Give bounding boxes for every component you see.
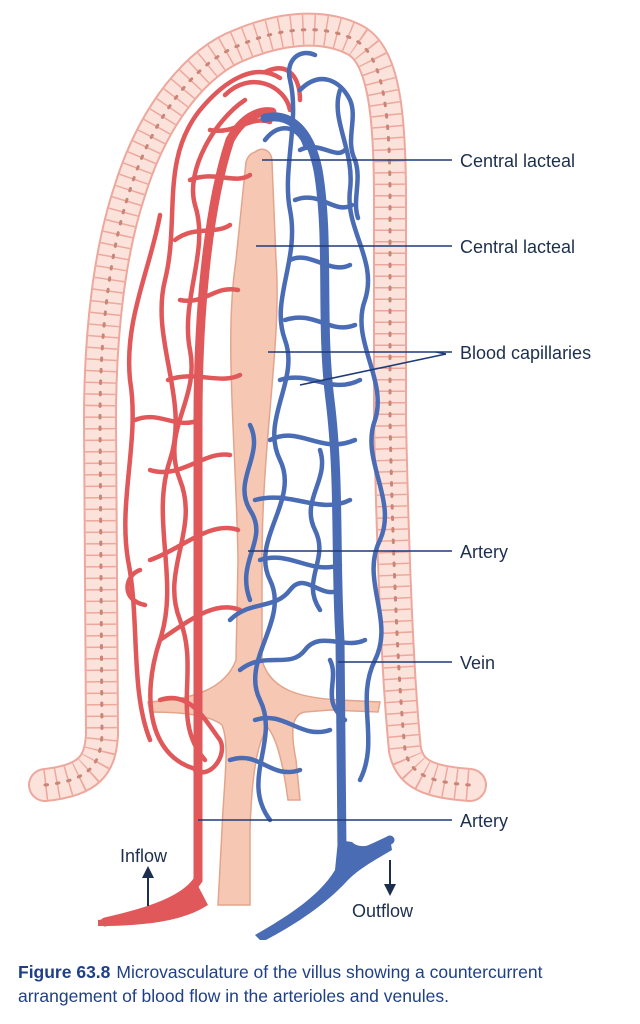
venous-network [227,50,388,823]
outflow-arrow [384,860,396,896]
central-lacteal [147,148,381,906]
leader-lines [198,159,452,821]
artery [98,107,277,927]
vein [255,112,395,940]
label-blood-capillaries: Blood capillaries [460,343,591,363]
epithelium [28,12,487,802]
label-outflow: Outflow [352,901,414,921]
label-inflow: Inflow [120,846,168,866]
label-artery-1: Artery [460,542,508,562]
label-artery-2: Artery [460,811,508,831]
villus-diagram: Central lacteal Central lacteal Blood ca… [28,12,591,940]
inflow-arrow [142,866,154,906]
caption-text: Microvasculature of the villus showing a… [18,962,543,1006]
label-vein: Vein [460,653,495,673]
figure-number: Figure 63.8 [18,962,111,982]
label-central-lacteal-1: Central lacteal [460,151,575,171]
label-central-lacteal-2: Central lacteal [460,237,575,257]
